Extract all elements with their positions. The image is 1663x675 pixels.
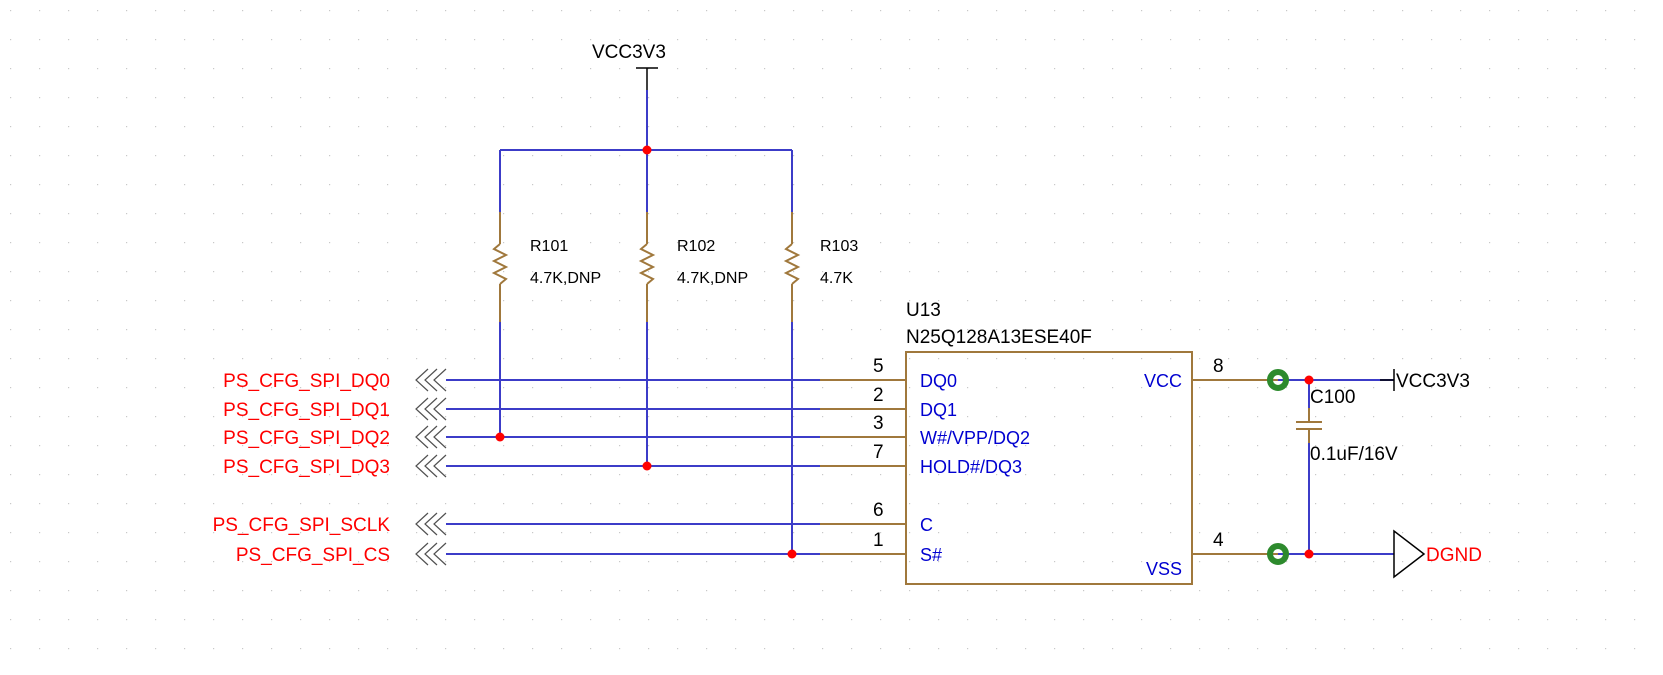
- test-pad-vcc[interactable]: [1267, 369, 1289, 391]
- net-port-cs[interactable]: PS_CFG_SPI_CS: [236, 542, 447, 566]
- r102-value: 4.7K,DNP: [677, 270, 748, 287]
- pin-name-dq0: DQ0: [920, 371, 957, 391]
- net-port-dq0[interactable]: PS_CFG_SPI_DQ0: [223, 368, 447, 392]
- net-port-dq2[interactable]: PS_CFG_SPI_DQ2: [223, 425, 447, 449]
- junctions: [495, 145, 1314, 559]
- net-port-sclk[interactable]: PS_CFG_SPI_SCLK: [213, 512, 447, 536]
- net-label-dq2: PS_CFG_SPI_DQ2: [223, 428, 390, 449]
- junction-dot: [495, 432, 505, 442]
- vcc-top-power-symbol[interactable]: VCC3V3: [592, 42, 666, 90]
- test-pad-vss[interactable]: [1267, 543, 1289, 565]
- capacitor-c100[interactable]: C100 0.1uF/16V: [1296, 387, 1398, 465]
- pin-num-5: 5: [873, 356, 884, 377]
- vcc-right-power-symbol[interactable]: VCC3V3: [1380, 369, 1470, 392]
- ic-part: N25Q128A13ESE40F: [906, 327, 1092, 348]
- resistor-r102[interactable]: R102 4.7K,DNP: [638, 212, 748, 322]
- pin-name-dq3: HOLD#/DQ3: [920, 457, 1022, 477]
- net-label-dq1: PS_CFG_SPI_DQ1: [223, 400, 390, 421]
- net-label-dq0: PS_CFG_SPI_DQ0: [223, 371, 390, 392]
- net-label-sclk: PS_CFG_SPI_SCLK: [213, 515, 391, 536]
- pin-num-1: 1: [873, 530, 884, 551]
- r103-ref: R103: [820, 238, 858, 255]
- r102-ref: R102: [677, 238, 715, 255]
- pin-num-7: 7: [873, 442, 884, 463]
- right-supply-wires: [1278, 379, 1394, 555]
- pin-num-8: 8: [1213, 356, 1224, 377]
- pin-name-dq2: W#/VPP/DQ2: [920, 428, 1030, 448]
- c100-value: 0.1uF/16V: [1310, 444, 1398, 465]
- dgnd-label: DGND: [1426, 545, 1482, 566]
- junction-dot: [642, 145, 652, 155]
- ic-ref: U13: [906, 300, 941, 321]
- pin-name-dq1: DQ1: [920, 400, 957, 420]
- net-label-dq3: PS_CFG_SPI_DQ3: [223, 457, 390, 478]
- pin-name-vss: VSS: [1146, 559, 1182, 579]
- pin-num-6: 6: [873, 500, 884, 521]
- r103-value: 4.7K: [820, 270, 853, 287]
- junction-dot: [1304, 549, 1314, 559]
- resistor-r103[interactable]: R103 4.7K: [783, 212, 858, 322]
- r101-ref: R101: [530, 238, 568, 255]
- junction-dot: [787, 549, 797, 559]
- dgnd-symbol[interactable]: DGND: [1393, 529, 1482, 579]
- c100-ref: C100: [1310, 387, 1355, 408]
- ic-u13[interactable]: U13 N25Q128A13ESE40F 5 2 3 7 6 1 8 4 DQ0…: [820, 300, 1278, 585]
- signal-wires: [446, 379, 820, 555]
- net-label-cs: PS_CFG_SPI_CS: [236, 545, 390, 566]
- pin-name-vcc: VCC: [1144, 371, 1182, 391]
- background-grid: [10, 10, 1636, 650]
- pin-name-s: S#: [920, 545, 942, 565]
- pin-num-4: 4: [1213, 530, 1224, 551]
- resistor-r101[interactable]: R101 4.7K,DNP: [491, 212, 601, 322]
- junction-dot: [642, 461, 652, 471]
- net-port-dq1[interactable]: PS_CFG_SPI_DQ1: [223, 397, 447, 421]
- r101-value: 4.7K,DNP: [530, 270, 601, 287]
- net-port-dq3[interactable]: PS_CFG_SPI_DQ3: [223, 454, 447, 478]
- pin-name-c: C: [920, 515, 933, 535]
- pin-num-2: 2: [873, 385, 884, 406]
- vcc-right-label: VCC3V3: [1396, 371, 1470, 392]
- vcc-top-label: VCC3V3: [592, 42, 666, 63]
- junction-dot: [1304, 375, 1314, 385]
- pin-num-3: 3: [873, 413, 884, 434]
